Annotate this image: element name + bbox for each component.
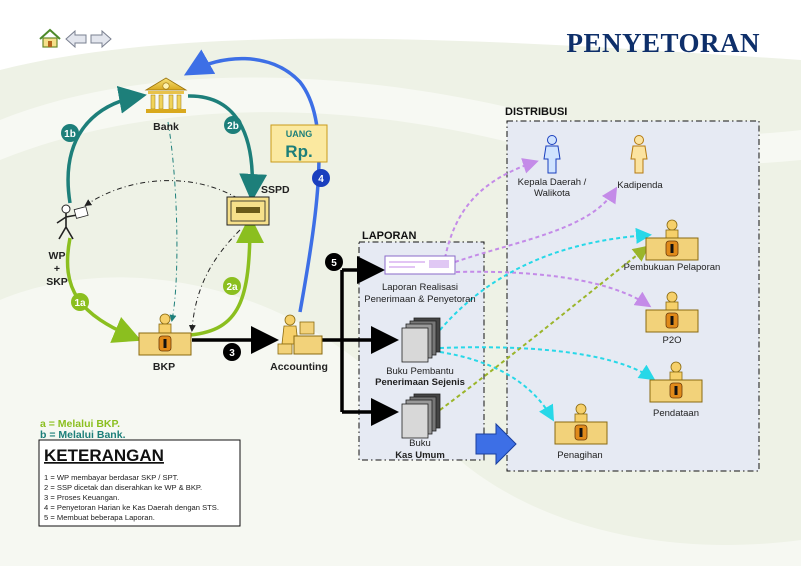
wp-label-line3: SKP — [46, 276, 68, 288]
dist-arrow-kadipenda — [454, 186, 618, 263]
bkp-label: BKP — [153, 361, 175, 373]
svg-text:3: 3 — [229, 348, 235, 359]
step-badge-2a: 2a — [223, 277, 241, 295]
back-arrow-icon[interactable] — [65, 29, 87, 49]
keterangan-item: 2 = SSP dicetak dan diserahkan ke WP & B… — [44, 483, 202, 492]
uang-box: UANG Rp. — [270, 124, 328, 163]
p2o-label: P2O — [662, 335, 681, 346]
wp-label-line2: + — [54, 263, 60, 275]
svg-text:1b: 1b — [64, 129, 76, 140]
kepala-line2: Walikota — [534, 188, 571, 199]
kadipenda-person-icon — [630, 135, 648, 174]
pembukuan-desk-icon — [645, 219, 699, 261]
sspd-document-icon — [226, 196, 270, 226]
svg-text:1a: 1a — [74, 298, 86, 309]
big-arrow-icon — [475, 422, 517, 466]
lrpp-line2: Penerimaan & Penyetoran — [364, 294, 475, 305]
p2o-desk-icon — [645, 291, 699, 333]
dist-arrow-p2o — [455, 270, 652, 308]
dist-arrow-bku-pembukuan — [439, 245, 650, 411]
arrow-sspd-to-bkp — [188, 229, 241, 332]
home-icon[interactable] — [39, 28, 61, 48]
keterangan-item: 3 = Proses Keuangan. — [44, 493, 119, 502]
keterangan-box: KETERANGAN 1 = WP membayar berdasar SKP … — [38, 439, 241, 527]
step-badge-5: 5 — [325, 253, 343, 271]
dist-arrow-pendataan — [439, 346, 656, 381]
svg-text:5: 5 — [331, 258, 337, 269]
keterangan-item: 1 = WP membayar berdasar SKP / SPT. — [44, 473, 179, 482]
svg-text:2a: 2a — [226, 282, 238, 293]
bpps-line1: Buku Pembantu — [386, 366, 454, 377]
pendataan-label: Pendataan — [653, 408, 699, 419]
pendataan-desk-icon — [649, 361, 703, 403]
penagihan-desk-icon — [554, 403, 608, 445]
arrow-1b — [66, 85, 147, 204]
step-badge-1b: 1b — [61, 124, 79, 142]
buku-kas-umum-stack-icon — [401, 393, 441, 439]
arrow-sspd-to-wp — [84, 180, 249, 207]
step-badge-3: 3 — [223, 343, 241, 361]
uang-label: UANG — [286, 129, 313, 139]
wp-label-line1: WP — [49, 250, 66, 262]
arrow-bank-to-bkp — [167, 121, 178, 322]
kadipenda-label: Kadipenda — [617, 180, 663, 191]
distribusi-header: DISTRIBUSI — [505, 106, 567, 118]
bku-line2: Kas Umum — [395, 450, 445, 461]
svg-text:4: 4 — [318, 174, 324, 185]
legend-b: b = Melalui Bank. — [40, 429, 126, 441]
lrpp-line1: Laporan Realisasi — [382, 282, 458, 293]
penagihan-label: Penagihan — [557, 450, 602, 461]
bkp-desk-icon — [138, 313, 192, 356]
dist-arrow-penagihan — [439, 351, 555, 422]
kepala-line1: Kepala Daerah / — [518, 177, 587, 188]
dist-arrow-kepala — [444, 158, 539, 259]
wp-person-icon — [56, 204, 89, 240]
distribusi-panel: DISTRIBUSI — [505, 106, 760, 472]
step-badge-2b: 2b — [224, 116, 242, 134]
laporan-realisasi-doc-icon — [384, 255, 456, 275]
accounting-person-icon — [277, 314, 323, 355]
bpps-line2: Penerimaan Sejenis — [375, 377, 465, 388]
page-title: PENYETORAN — [566, 28, 760, 58]
kepala-daerah-person-icon — [543, 135, 561, 174]
buku-pembantu-stack-icon — [401, 317, 441, 363]
keterangan-item: 5 = Membuat beberapa Laporan. — [44, 513, 155, 522]
pembukuan-label: Pembukuan Pelaporan — [624, 262, 721, 273]
bank-icon — [144, 77, 188, 113]
svg-text:2b: 2b — [227, 121, 239, 132]
arrow-2a — [189, 215, 264, 337]
rp-label: Rp. — [285, 142, 312, 161]
sspd-label: SSPD — [261, 184, 290, 196]
accounting-label: Accounting — [270, 361, 328, 373]
keterangan-title: KETERANGAN — [44, 446, 164, 465]
bank-label: Bank — [153, 121, 179, 133]
arrow-5-branches — [322, 256, 399, 426]
keterangan-item: 4 = Penyetoran Harian ke Kas Daerah deng… — [44, 503, 219, 512]
step-badge-1a: 1a — [71, 293, 89, 311]
laporan-header: LAPORAN — [362, 230, 416, 242]
bku-line1: Buku — [409, 438, 431, 449]
step-badge-4: 4 — [312, 169, 330, 187]
legend-a: a = Melalui BKP. — [40, 418, 120, 430]
arrow-4 — [183, 49, 321, 313]
forward-arrow-icon[interactable] — [90, 29, 112, 49]
